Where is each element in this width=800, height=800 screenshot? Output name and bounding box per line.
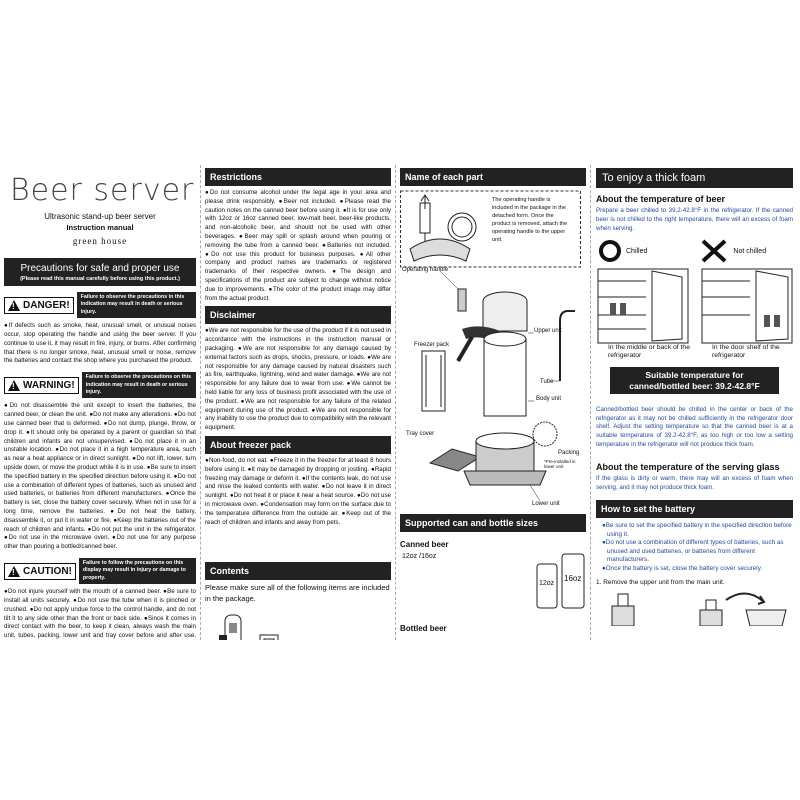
danger-badge: ! DANGER! [4,296,74,314]
battery-header: How to set the battery [596,500,793,519]
can-label-large: 16oz [564,574,582,583]
danger-text: ●If defects such as smoke, heat, unusual… [4,322,196,365]
canned-title: Canned beer [400,540,449,549]
caution-block: ! CAUTION! Failure to follow the precaut… [4,557,196,585]
column-1: Beer server Ultrasonic stand-up beer ser… [4,165,196,640]
bottled-title: Bottled beer [400,624,447,633]
label-packing: Packing [558,450,580,456]
chilled-label: Chilled [626,247,648,255]
fridge-right-caption: In the door shelf of the refrigerator [712,344,780,359]
column-divider [395,165,396,640]
temp-title: About the temperature of beer [596,194,726,204]
column-divider [590,165,591,640]
column-divider [200,165,201,640]
disclaimer-header: Disclaimer [205,306,391,325]
warning-text: ●Do not disassemble the unit except to i… [4,402,196,551]
handle-note: The operating handle is included in the … [492,197,568,243]
product-subtitle: Ultrasonic stand-up beer server [44,212,156,221]
suitable-temp-banner: Suitable temperature for canned/bottled … [610,367,779,394]
column-2: Restrictions ●Do not consume alcohol und… [205,165,391,640]
label-operating-handle: Operating handle [402,267,449,273]
contents-illustration [219,614,279,640]
caution-text: ●Do not injure yourself with the mouth o… [4,588,196,640]
caution-badge: ! CAUTION! [4,562,76,580]
can-label-small: 12oz [539,580,555,587]
glass-title: About the temperature of the serving gla… [596,461,780,472]
parts-diagram: Operating handle Upper unit Freezer pack… [400,267,586,511]
caution-label: CAUTION! [23,565,72,577]
parts-header: Name of each part [400,168,586,186]
danger-label: DANGER! [23,299,70,311]
label-preinstalled: *Pre-installed in lower unit [544,459,576,469]
fridge-left-caption: In the middle or back of the refrigerato… [608,344,690,359]
foam-header: To enjoy a thick foam [596,168,793,188]
instruction-sheet: Beer server Ultrasonic stand-up beer ser… [0,165,800,640]
warning-message: Failure to observe the precautions on th… [81,372,196,399]
chilled-row: Chilled Not chilled [596,239,793,263]
precautions-note: (Please read this manual carefully befor… [20,276,180,282]
danger-message: Failure to observe the precautions in th… [76,292,196,319]
label-freezer-pack: Freezer pack [414,342,450,348]
suitable-line-2: canned/bottled beer: 39.2-42.8°F [629,380,760,391]
product-title: Beer server [10,173,195,208]
label-body-unit: Body unit [536,396,562,402]
cans-row: 12oz /16oz 12oz 16oz [400,552,586,624]
column-3: Name of each part The operating handle i… [400,165,586,640]
contents-header: Contents [205,562,391,581]
warning-triangle-icon: ! [8,565,20,577]
battery-list: ●Be sure to set the specified battery in… [596,522,793,573]
caution-message: Failure to follow the precautions on thi… [78,557,196,585]
step-1: 1. Remove the upper unit from the main u… [596,579,725,587]
precautions-title: Precautions for safe and proper use [20,263,180,274]
freezer-text: ●Non-food, do not eat. ●Freeze it in the… [205,456,391,526]
circle-ok-icon [599,240,621,263]
label-lower-unit: Lower unit [532,501,560,507]
temp-text: Prepare a beer chilled to 39.2-42.8°F in… [596,207,793,232]
cans-illustration [536,553,585,609]
precautions-header: Precautions for safe and proper use (Ple… [4,258,196,286]
battery-item: ●Do not use a combination of different t… [602,539,784,564]
column-4: To enjoy a thick foam About the temperat… [596,165,793,640]
suitable-line-1: Suitable temperature for [645,370,744,381]
fridge-illustration [597,268,793,344]
battery-item: ●Be sure to set the specified battery in… [602,522,792,538]
beer-server-diagram [421,271,575,502]
label-upper-unit: Upper unit [534,328,562,334]
warning-triangle-icon: ! [8,299,20,311]
danger-block: ! DANGER! Failure to observe the precaut… [4,292,196,319]
label-tray-cover: Tray cover [406,431,435,437]
contents-text: Please make sure all of the following it… [205,583,390,603]
warning-block: ! WARNING! Failure to observe the precau… [4,372,196,399]
manual-label: Instruction manual [66,223,134,232]
cross-ng-icon [702,239,727,263]
restrictions-text: ●Do not consume alcohol under the legal … [205,189,391,302]
temp-text-2: Canned/bottled beer should be chilled in… [596,405,793,448]
disclaimer-text: ●We are not responsible for the use of t… [205,327,391,432]
brand-logo: green house [72,236,128,246]
supported-header: Supported can and bottle sizes [400,514,586,532]
fridge-figure: In the middle or back of the refrigerato… [596,267,793,363]
warning-label: WARNING! [23,379,75,391]
freezer-header: About freezer pack [205,435,391,454]
glass-text: If the glass is dirty or warm, there may… [596,474,793,491]
not-chilled-label: Not chilled [733,247,767,255]
battery-item: ●Once the battery is set, close the batt… [602,564,763,572]
handle-box: The operating handle is included in the … [400,189,586,271]
warning-badge: ! WARNING! [4,376,79,394]
label-tube: Tube [540,379,554,385]
battery-step-illustration [611,592,787,627]
canned-sizes: 12oz /16oz [402,553,437,560]
restrictions-header: Restrictions [205,168,391,186]
warning-triangle-icon: ! [8,379,20,391]
handle-illustration [400,190,581,268]
